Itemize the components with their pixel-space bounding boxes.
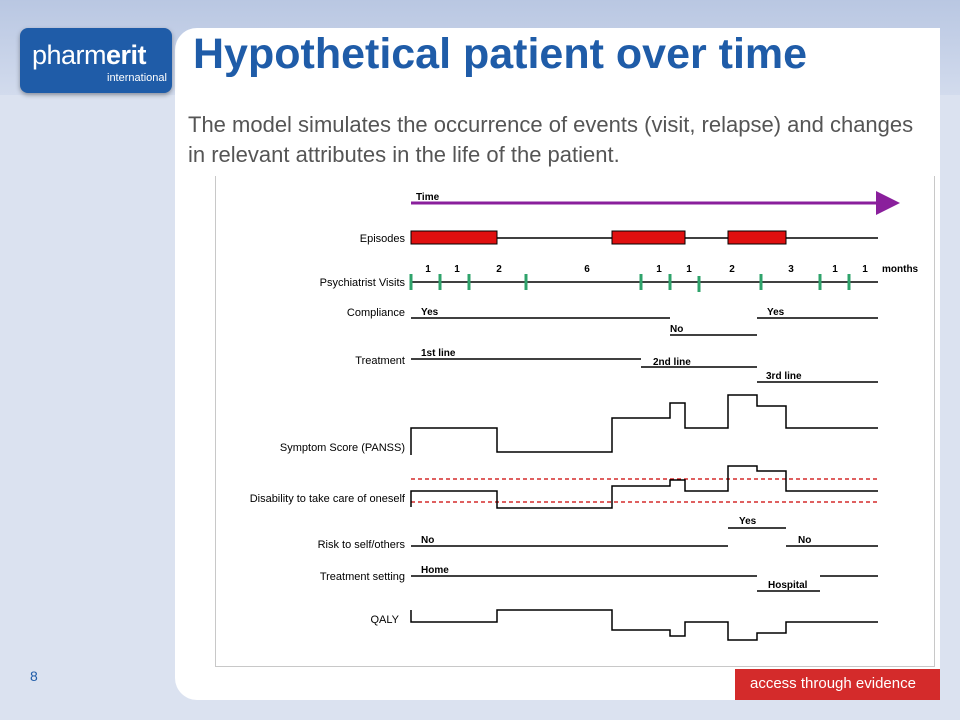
visit-interval-label: 2: [496, 264, 502, 275]
logo-tagline: international: [107, 72, 167, 84]
setting-home-label: Home: [421, 565, 449, 576]
visit-interval-label: 6: [584, 264, 590, 275]
compliance-lines: [411, 317, 878, 336]
visit-interval-label: 1: [862, 264, 868, 275]
row-label-qaly: QALY: [370, 614, 399, 626]
treatment-1st-line-label: 1st line: [421, 348, 456, 359]
visit-interval-label: 3: [788, 264, 794, 275]
visit-interval-label: 1: [656, 264, 662, 275]
row-label-disability: Disability to take care of oneself: [250, 493, 406, 505]
treatment-2nd-line-label: 2nd line: [653, 357, 691, 368]
compliance-no-label: No: [670, 324, 683, 335]
risk-no-label-2: No: [798, 535, 811, 546]
visit-unit-label: months: [882, 264, 919, 275]
risk-lines: [411, 527, 878, 547]
row-label-compliance: Compliance: [347, 307, 405, 319]
treatment-lines: [411, 358, 878, 383]
visit-markers: [409, 274, 851, 292]
symptom-score-line: [410, 394, 878, 455]
treatment-3rd-line-label: 3rd line: [766, 371, 802, 382]
logo-wordmark: pharmerit: [32, 40, 147, 71]
row-label-risk: Risk to self/others: [318, 539, 406, 551]
compliance-yes-label: Yes: [421, 307, 439, 318]
risk-yes-label: Yes: [739, 516, 757, 527]
compliance-yes-label-2: Yes: [767, 307, 785, 318]
visit-interval-label: 1: [686, 264, 692, 275]
slide-title: Hypothetical patient over time: [193, 30, 808, 78]
timeline-svg: Time Episodes Psychiatrist Visits 1 1 2 …: [250, 191, 919, 641]
footer-tagline-bar: access through evidence: [735, 669, 940, 700]
logo-wordmark-bold: erit: [106, 40, 147, 70]
row-label-treatment-setting: Treatment setting: [320, 571, 405, 583]
slide-subtitle: The model simulates the occurrence of ev…: [188, 112, 914, 167]
risk-no-label: No: [421, 535, 434, 546]
row-label-visits: Psychiatrist Visits: [320, 277, 406, 289]
pharmerit-logo: pharmerit international: [20, 28, 172, 93]
setting-hospital-label: Hospital: [768, 580, 808, 591]
footer-tagline: access through evidence: [750, 675, 916, 692]
row-label-symptom-score: Symptom Score (PANSS): [280, 442, 405, 454]
patient-timeline-diagram: Time Episodes Psychiatrist Visits 1 1 2 …: [215, 176, 935, 667]
treatment-setting-lines: [411, 575, 878, 592]
row-label-episodes: Episodes: [360, 233, 406, 245]
visit-interval-label: 1: [425, 264, 431, 275]
visit-interval-label: 1: [454, 264, 460, 275]
visit-interval-label: 1: [832, 264, 838, 275]
page-number: 8: [30, 668, 38, 684]
content-panel: [175, 28, 940, 700]
logo-wordmark-light: pharm: [32, 40, 107, 70]
visit-interval-label: 2: [729, 264, 735, 275]
row-label-treatment: Treatment: [355, 355, 405, 367]
episode-block: [410, 230, 498, 245]
qaly-line: [410, 609, 878, 641]
episode-block: [727, 230, 787, 245]
episode-block: [611, 230, 686, 245]
disability-line: [410, 465, 878, 509]
time-label: Time: [416, 192, 440, 203]
